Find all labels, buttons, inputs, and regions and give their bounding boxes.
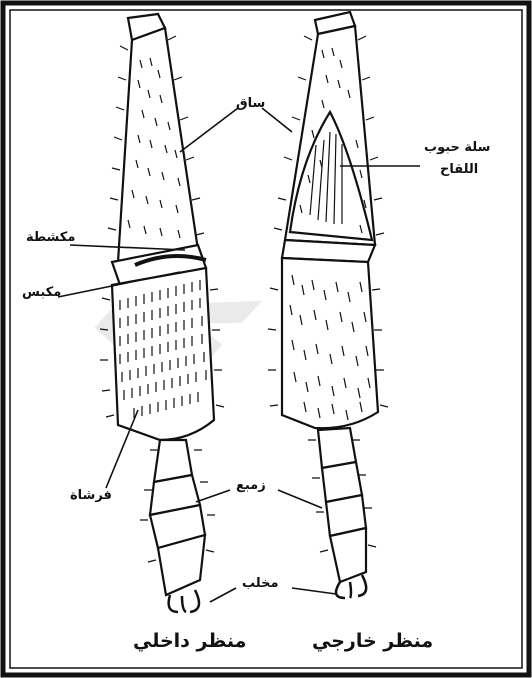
leader-saq-inner [180,108,238,152]
leader-claw-outer [292,588,336,594]
outer-view-leg [282,12,378,598]
inner-view-leg [112,14,214,612]
leader-saq-outer [262,108,292,132]
leader-spine-inner [196,490,230,502]
label-pollen-basket-2: اللقاح [440,162,478,177]
outer-tarsus-4 [330,528,366,582]
outer-basitarsus [282,258,378,428]
title-outer-view: منظر خارجي [312,630,433,652]
label-rake: مكشطة [26,230,75,245]
label-press: مكبس [22,285,61,300]
leader-claw-inner [210,588,236,602]
label-pollen-basket-1: سلة حبوب [424,140,490,155]
leader-spine-outer [278,490,322,508]
inner-claw [169,590,199,612]
inner-basitarsus [112,268,214,440]
label-brush: فرشاة [70,488,112,503]
title-inner-view: منظر داخلي [133,630,246,652]
label-claw: مخلب [242,576,279,591]
label-spine: زمبع [236,478,266,493]
label-saq: ساق [236,96,265,111]
